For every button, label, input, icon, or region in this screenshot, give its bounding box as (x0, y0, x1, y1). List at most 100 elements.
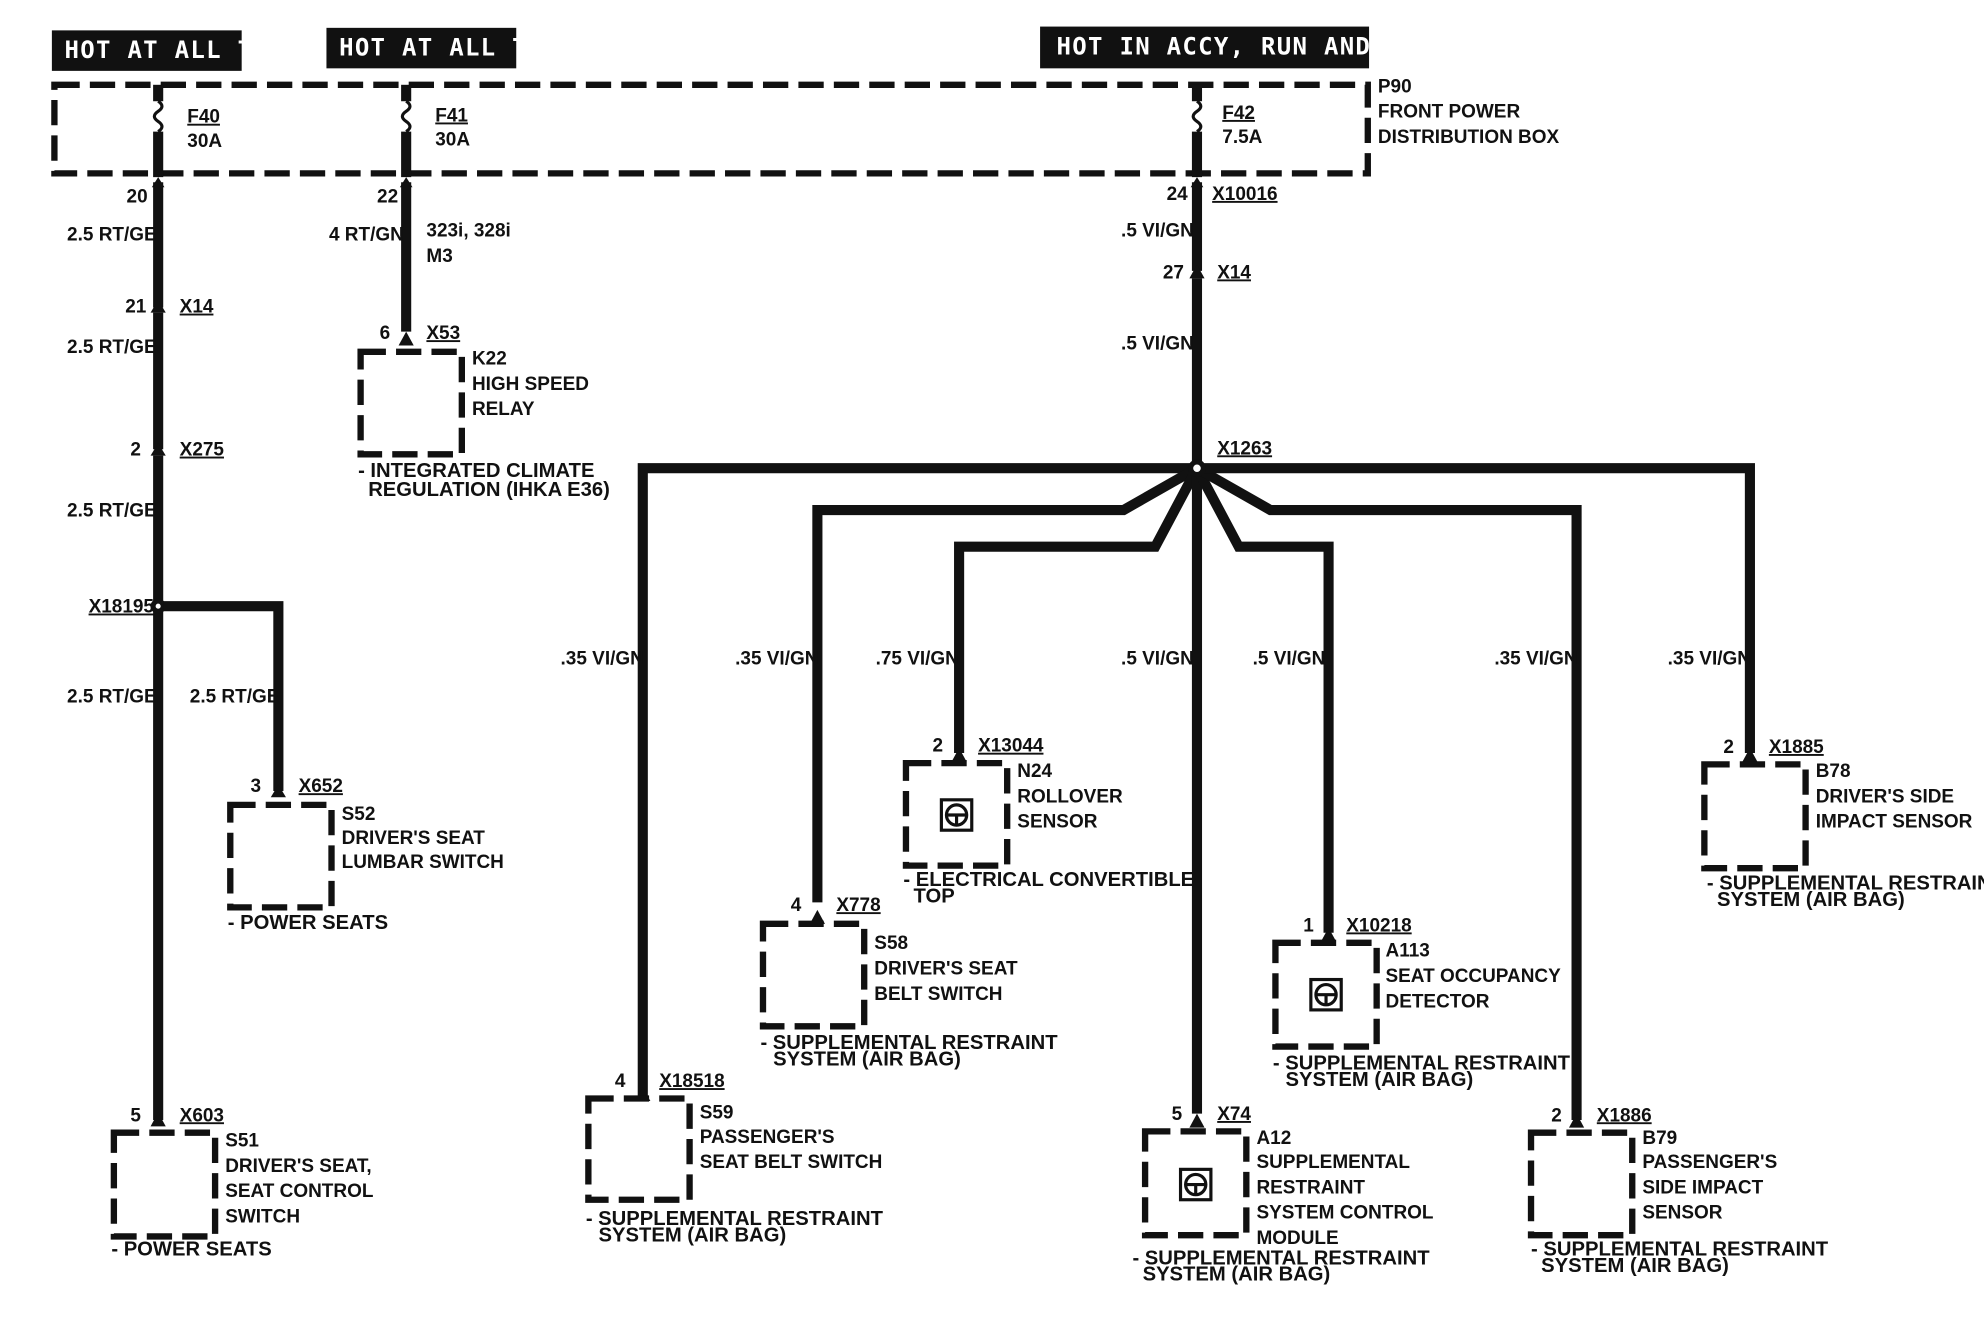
k22-pin: 6 (380, 323, 391, 344)
s51-id: S51 (225, 1131, 259, 1152)
s52-line1: DRIVER'S SEAT (342, 828, 486, 849)
s59-box (585, 1095, 693, 1203)
c1-pin-x275: 2 (130, 440, 141, 461)
a12-line4: MODULE (1256, 1228, 1338, 1249)
header-hot-in-accy: HOT IN ACCY, RUN AND START (1040, 26, 1466, 69)
wire-a113 (1192, 465, 1334, 933)
s58-line2: BELT SWITCH (874, 984, 1002, 1005)
a113-conn: X10218 (1346, 915, 1411, 936)
s59-line2: SEAT BELT SWITCH (700, 1152, 883, 1173)
n24-module-icon (939, 798, 974, 832)
c1-wire4: 2.5 RT/GE (67, 686, 157, 707)
component-s52: 3 X652 S52 DRIVER'S SEAT LUMBAR SWITCH -… (227, 776, 504, 934)
fuse-f40-rating: 30A (187, 131, 222, 152)
b78-wire: .35 VI/GN (1668, 648, 1751, 669)
b78-line1: DRIVER'S SIDE (1816, 786, 1954, 807)
wire-b78 (1196, 463, 1755, 753)
b79-id: B79 (1642, 1128, 1677, 1149)
s52-conn: X652 (299, 776, 343, 797)
component-a12: 5 X74 A12 SUPPLEMENTAL RESTRAINT SYSTEM … (1132, 1104, 1433, 1286)
a12-system2: SYSTEM (AIR BAG) (1143, 1264, 1331, 1286)
c3-pin-x14: 27 (1163, 262, 1184, 283)
front-power-distribution-box: P90 FRONT POWER DISTRIBUTION BOX (51, 76, 1560, 177)
s52-box (227, 801, 335, 911)
component-s51: 5 X603 S51 DRIVER'S SEAT, SEAT CONTROL S… (110, 1105, 373, 1260)
c3-wire1: .5 VI/GN (1121, 221, 1194, 242)
k22-box (357, 348, 465, 458)
n24-line2: SENSOR (1017, 812, 1097, 833)
component-s59: 4 X18518 S59 PASSENGER'S SEAT BELT SWITC… (585, 1071, 884, 1246)
c3-wire2: .5 VI/GN (1121, 333, 1194, 354)
circuit-f42: 24 X10016 .5 VI/GN 27 X14 .5 VI/GN X1263… (561, 177, 1984, 1286)
k22-id: K22 (472, 348, 507, 369)
circuit-f40: 20 2.5 RT/GE 21 X14 2.5 RT/GE 2 X275 2.5… (67, 177, 504, 1260)
c3-conn-x14: X14 (1217, 262, 1251, 283)
a12-system1: - SUPPLEMENTAL RESTRAINT (1132, 1247, 1430, 1269)
a113-system1: - SUPPLEMENTAL RESTRAINT (1273, 1052, 1571, 1074)
s59-system1: - SUPPLEMENTAL RESTRAINT (586, 1208, 884, 1230)
s59-wire: .35 VI/GN (561, 648, 644, 669)
s58-line1: DRIVER'S SEAT (874, 958, 1018, 979)
b79-system1: - SUPPLEMENTAL RESTRAINT (1531, 1238, 1829, 1260)
header-hot-at-all-times-1-label: HOT AT ALL TIMES (65, 36, 317, 64)
n24-conn: X13044 (978, 736, 1044, 757)
b78-line2: IMPACT SENSOR (1816, 812, 1973, 833)
b78-id: B78 (1816, 761, 1851, 782)
s59-pin: 4 (615, 1071, 626, 1092)
c3-pin-top: 24 (1167, 184, 1189, 205)
s58-box (759, 920, 868, 1030)
component-b79: 2 X1886 B79 PASSENGER'S SIDE IMPACT SENS… (1527, 1105, 1829, 1277)
s59-line1: PASSENGER'S (700, 1127, 835, 1148)
s51-box (110, 1129, 219, 1240)
wire-s58 (812, 463, 1200, 903)
b79-line3: SENSOR (1642, 1203, 1722, 1224)
b79-line2: SIDE IMPACT (1642, 1177, 1763, 1198)
a12-conn: X74 (1217, 1104, 1251, 1125)
n24-system1: - ELECTRICAL CONVERTIBLE (903, 869, 1194, 891)
k22-system2: REGULATION (IHKA E36) (368, 479, 610, 501)
distribution-box-name-line2: DISTRIBUTION BOX (1378, 127, 1560, 148)
header-hot-at-all-times-2: HOT AT ALL TIMES (326, 27, 591, 69)
b78-system2: SYSTEM (AIR BAG) (1717, 889, 1905, 911)
s51-line2: SEAT CONTROL (225, 1181, 373, 1202)
a113-system2: SYSTEM (AIR BAG) (1286, 1069, 1474, 1091)
a113-id: A113 (1386, 941, 1430, 962)
a113-box (1272, 939, 1380, 1050)
s58-conn: X778 (836, 895, 880, 916)
component-a113: 1 X10218 A113 SEAT OCCUPANCY DETECTOR - … (1272, 915, 1571, 1091)
fuse-f41-id: F41 (435, 105, 468, 126)
a12-line2: RESTRAINT (1256, 1177, 1365, 1198)
a113-line2: DETECTOR (1386, 991, 1490, 1012)
b79-system2: SYSTEM (AIR BAG) (1541, 1255, 1729, 1277)
c1-splice-dot (150, 598, 166, 614)
circuit-f41: 22 4 RT/GN 323i, 328i M3 6 X53 K22 HIGH … (329, 177, 610, 501)
wire-s59 (637, 463, 1197, 1102)
k22-line1: HIGH SPEED (472, 374, 589, 395)
s52-line2: LUMBAR SWITCH (342, 852, 504, 873)
b78-pin: 2 (1723, 737, 1734, 758)
header-hot-in-accy-label: HOT IN ACCY, RUN AND START (1057, 32, 1466, 60)
n24-box (902, 759, 1011, 869)
n24-pin: 2 (933, 736, 944, 757)
c2-pin-top: 22 (377, 186, 398, 207)
c2-wire1: 4 RT/GN (329, 224, 404, 245)
s58-wire: .35 VI/GN (735, 648, 818, 669)
a113-line1: SEAT OCCUPANCY (1386, 966, 1562, 987)
c1-x14-arrow (150, 299, 166, 313)
k22-system1: - INTEGRATED CLIMATE (358, 460, 594, 482)
c1-branch-wire: 2.5 RT/GE (190, 686, 280, 707)
n24-system2: TOP (914, 885, 955, 907)
c3-x14-arrow (1189, 264, 1205, 279)
c1-conn-x14: X14 (180, 297, 214, 318)
s58-system2: SYSTEM (AIR BAG) (773, 1049, 961, 1071)
k22-line2: RELAY (472, 399, 535, 420)
header-hot-at-all-times-2-label: HOT AT ALL TIMES (339, 34, 591, 62)
component-s58: 4 X778 S58 DRIVER'S SEAT BELT SWITCH - S… (759, 895, 1058, 1071)
fuse-f40-id: F40 (187, 107, 220, 128)
s59-conn: X18518 (659, 1071, 724, 1092)
a12-pin: 5 (1172, 1104, 1183, 1125)
c1-wire3: 2.5 RT/GE (67, 500, 157, 521)
a12-id: A12 (1256, 1128, 1291, 1149)
fuse-f40: F40 30A (152, 84, 222, 178)
